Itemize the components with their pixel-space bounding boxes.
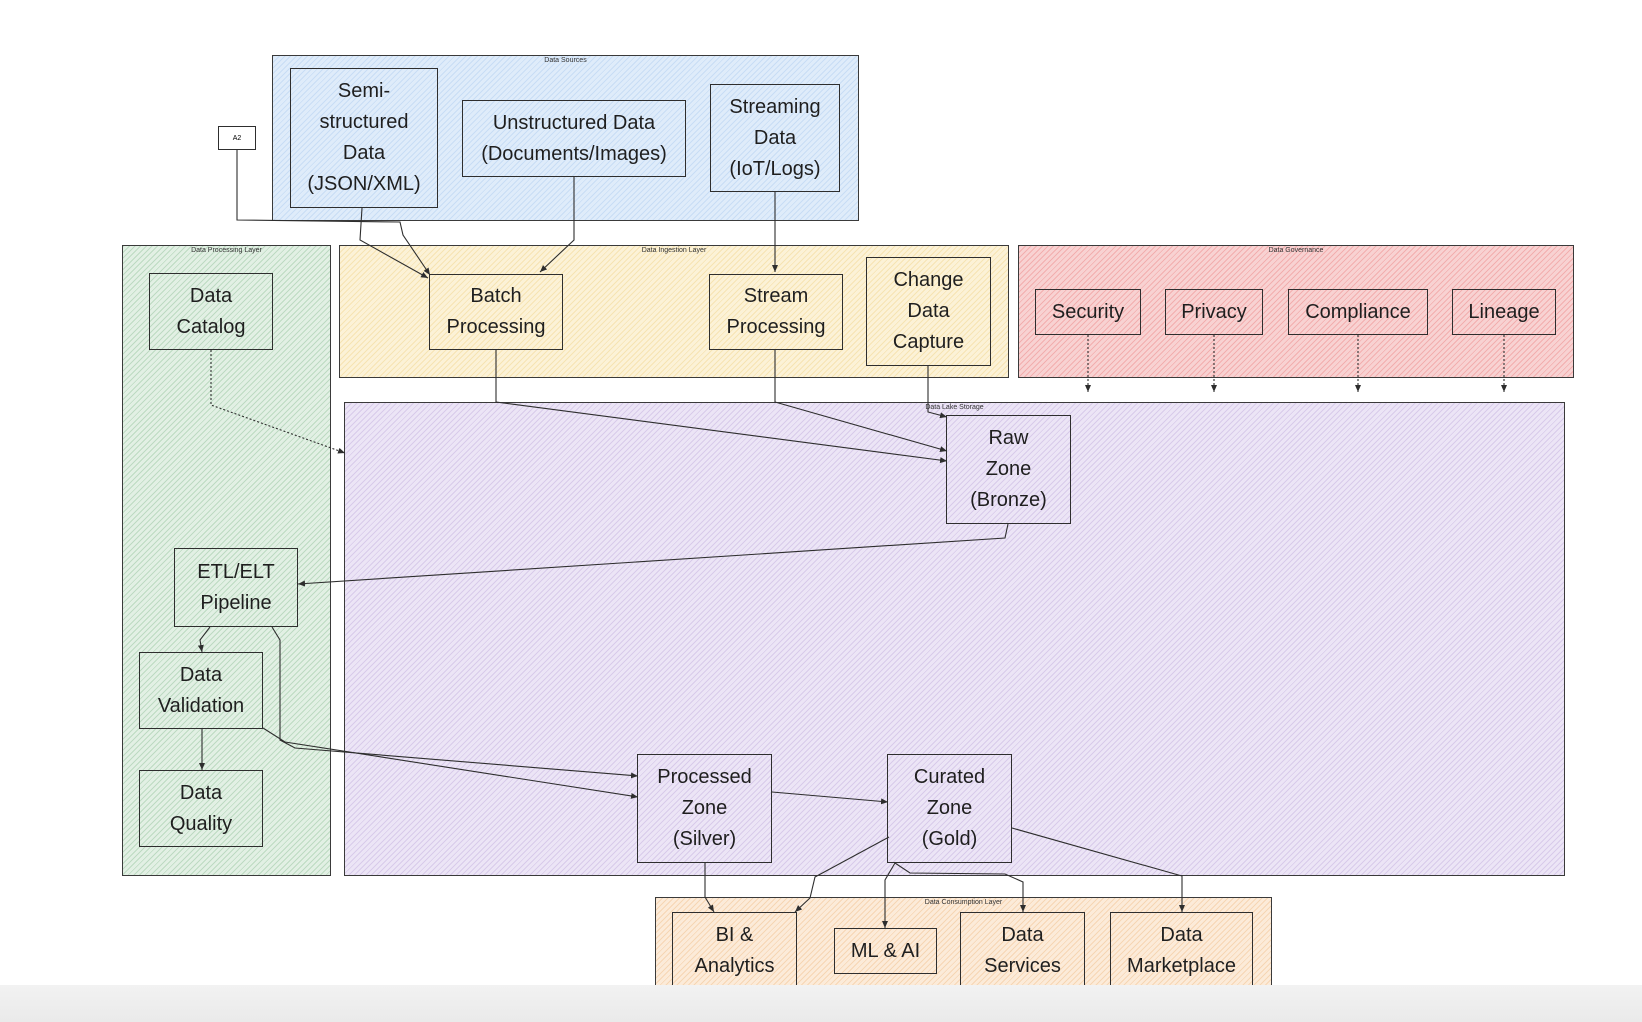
node-stream-processing-label: Stream Processing (726, 285, 826, 338)
group-title-data-processing: Data Processing Layer (191, 247, 262, 254)
node-curated-zone-label: Curated Zone (Gold) (913, 766, 986, 850)
node-ml-ai[interactable]: ML & AI (834, 928, 937, 974)
node-semi-structured-data-label: Semi- structured Data (JSON/XML) (307, 80, 421, 195)
group-title-data-ingestion: Data Ingestion Layer (641, 247, 707, 254)
node-raw-zone-label: Raw Zone (Bronze) (970, 427, 1047, 511)
node-unstructured-data[interactable]: Unstructured Data (Documents/Images) (462, 100, 686, 177)
node-unstructured-data-label: Unstructured Data (Documents/Images) (481, 111, 667, 165)
node-data-marketplace[interactable]: Data Marketplace (1110, 912, 1253, 989)
node-data-quality[interactable]: Data Quality (139, 770, 263, 847)
node-a2[interactable]: A2 (218, 126, 256, 150)
node-security[interactable]: Security (1035, 289, 1141, 335)
node-data-marketplace-label: Data Marketplace (1127, 923, 1236, 977)
node-processed-zone[interactable]: Processed Zone (Silver) (637, 754, 772, 863)
bottom-scroll-area (0, 985, 1642, 1022)
node-etl-elt-pipeline[interactable]: ETL/ELT Pipeline (174, 548, 298, 627)
node-batch-processing[interactable]: Batch Processing (429, 274, 563, 350)
node-data-catalog[interactable]: Data Catalog (149, 273, 273, 350)
node-processed-zone-label: Processed Zone (Silver) (657, 766, 752, 850)
node-lineage[interactable]: Lineage (1452, 289, 1556, 335)
node-data-services-label: Data Services (984, 923, 1061, 977)
node-privacy-label: Privacy (1181, 300, 1247, 323)
group-title-data-sources: Data Sources (544, 57, 587, 64)
node-raw-zone[interactable]: Raw Zone (Bronze) (946, 415, 1071, 524)
node-etl-elt-pipeline-label: ETL/ELT Pipeline (197, 560, 275, 614)
node-curated-zone[interactable]: Curated Zone (Gold) (887, 754, 1012, 863)
node-batch-processing-label: Batch Processing (446, 285, 546, 338)
node-compliance[interactable]: Compliance (1288, 289, 1428, 335)
node-streaming-data[interactable]: Streaming Data (IoT/Logs) (710, 84, 840, 192)
node-data-validation[interactable]: Data Validation (139, 652, 263, 729)
node-data-quality-label: Data Quality (169, 781, 233, 835)
node-bi-analytics[interactable]: BI & Analytics (672, 912, 797, 989)
node-data-catalog-label: Data Catalog (176, 284, 246, 338)
node-data-validation-label: Data Validation (157, 663, 245, 717)
node-streaming-data-label: Streaming Data (IoT/Logs) (729, 95, 821, 180)
node-privacy[interactable]: Privacy (1165, 289, 1263, 335)
node-ml-ai-label: ML & AI (850, 939, 921, 962)
node-security-label: Security (1051, 300, 1125, 323)
node-stream-processing[interactable]: Stream Processing (709, 274, 843, 350)
node-semi-structured-data[interactable]: Semi- structured Data (JSON/XML) (290, 68, 438, 208)
node-change-data-capture[interactable]: Change Data Capture (866, 257, 991, 366)
node-bi-analytics-label: BI & Analytics (694, 923, 775, 977)
group-title-data-governance: Data Governance (1268, 247, 1324, 254)
node-lineage-label: Lineage (1468, 300, 1540, 323)
node-data-services[interactable]: Data Services (960, 912, 1085, 989)
node-change-data-capture-label: Change Data Capture (892, 269, 965, 353)
node-compliance-label: Compliance (1305, 300, 1411, 323)
group-title-data-consumption: Data Consumption Layer (924, 899, 1003, 906)
group-data-governance: Data Governance (1018, 245, 1574, 378)
group-title-data-lake-storage: Data Lake Storage (925, 404, 984, 411)
node-a2-label: A2 (232, 134, 242, 142)
